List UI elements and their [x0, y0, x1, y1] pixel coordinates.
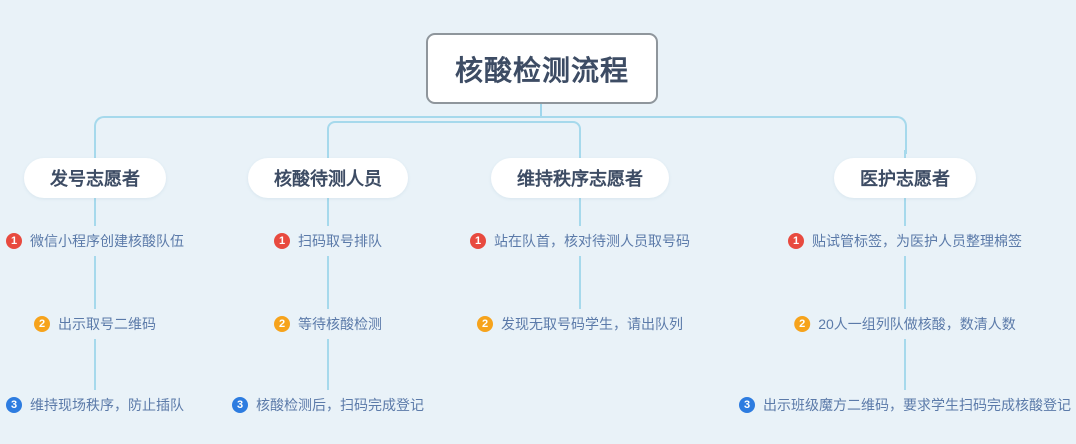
- branch-node-order-volunteer[interactable]: 维持秩序志愿者: [491, 158, 669, 198]
- step-text: 发现无取号码学生，请出队列: [501, 316, 683, 332]
- branch-label-text: 医护志愿者: [860, 169, 950, 189]
- step-text: 微信小程序创建核酸队伍: [30, 233, 184, 249]
- step-number-badge: 3: [6, 397, 22, 413]
- step-number-badge: 1: [788, 233, 804, 249]
- connector-title-stub: [540, 102, 542, 117]
- branch-label-text: 核酸待测人员: [274, 169, 382, 189]
- branch-label-text: 发号志愿者: [50, 169, 140, 189]
- connector-rail-inner: [327, 121, 581, 153]
- step-number-badge: 1: [6, 233, 22, 249]
- step-number-badge: 2: [794, 316, 811, 332]
- step-item[interactable]: 2 发现无取号码学生，请出队列: [472, 309, 688, 339]
- step-item[interactable]: 2 20人一组列队做核酸，数清人数: [789, 309, 1021, 339]
- step-item[interactable]: 2 出示取号二维码: [29, 309, 161, 339]
- step-text: 贴试管标签，为医护人员整理棉签: [812, 233, 1022, 249]
- step-number-badge: 2: [274, 316, 290, 332]
- step-text: 扫码取号排队: [298, 233, 382, 249]
- branch-node-medical-volunteer[interactable]: 医护志愿者: [834, 158, 976, 198]
- step-text: 站在队首，核对待测人员取号码: [494, 233, 690, 249]
- root-node-label: 核酸检测流程: [454, 54, 629, 86]
- step-item[interactable]: 3 维持现场秩序，防止插队: [1, 390, 189, 420]
- branch-node-faha-volunteer[interactable]: 发号志愿者: [24, 158, 166, 198]
- step-number-badge: 3: [232, 397, 248, 413]
- step-text: 20人一组列队做核酸，数清人数: [818, 316, 1016, 332]
- step-item[interactable]: 3 出示班级魔方二维码，要求学生扫码完成核酸登记: [734, 390, 1076, 420]
- step-text: 等待核酸检测: [298, 316, 382, 332]
- step-item[interactable]: 1 微信小程序创建核酸队伍: [1, 226, 189, 256]
- step-number-badge: 2: [477, 316, 493, 332]
- step-text: 核酸检测后，扫码完成登记: [256, 397, 424, 413]
- step-number-badge: 1: [274, 233, 290, 249]
- connector-rail-outer: [94, 116, 907, 154]
- step-number-badge: 1: [470, 233, 486, 249]
- step-item[interactable]: 3 核酸检测后，扫码完成登记: [227, 390, 429, 420]
- branch-label-text: 维持秩序志愿者: [517, 169, 643, 189]
- branch-node-test-people[interactable]: 核酸待测人员: [248, 158, 408, 198]
- step-item[interactable]: 1 扫码取号排队: [269, 226, 387, 256]
- step-number-badge: 2: [34, 316, 50, 332]
- root-node[interactable]: 核酸检测流程: [426, 33, 658, 104]
- step-number-badge: 3: [739, 397, 755, 413]
- step-text: 出示取号二维码: [58, 316, 156, 332]
- step-item[interactable]: 1 站在队首，核对待测人员取号码: [465, 226, 695, 256]
- step-item[interactable]: 2 等待核酸检测: [269, 309, 387, 339]
- step-text: 维持现场秩序，防止插队: [30, 397, 184, 413]
- step-item[interactable]: 1 贴试管标签，为医护人员整理棉签: [783, 226, 1027, 256]
- step-text: 出示班级魔方二维码，要求学生扫码完成核酸登记: [763, 397, 1071, 413]
